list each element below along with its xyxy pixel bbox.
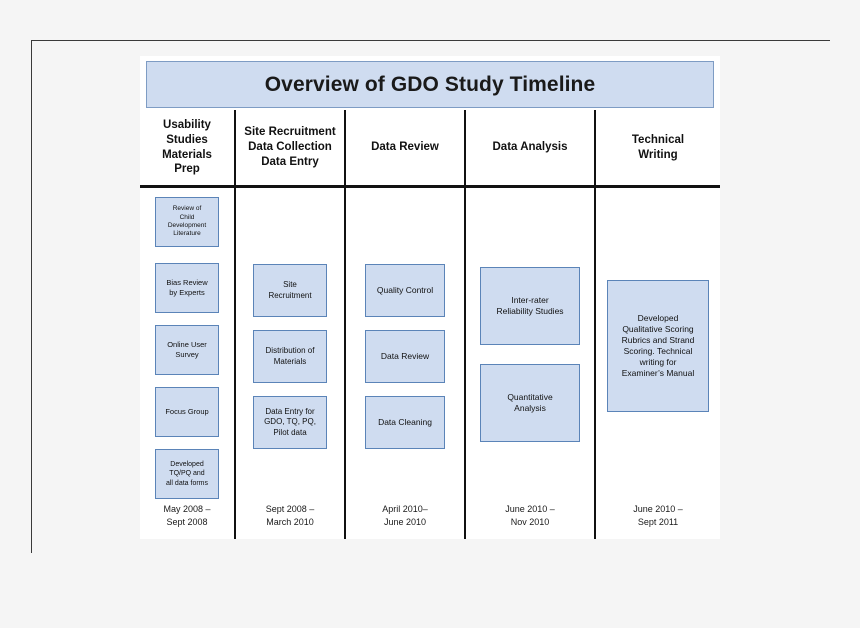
column-date-range: Sept 2008 – March 2010 (265, 503, 315, 527)
page-frame (31, 40, 830, 553)
timeline-node[interactable]: Online User Survey (155, 325, 219, 375)
timeline-node[interactable]: Review of Child Development Literature (155, 197, 219, 247)
timeline-node[interactable]: Developed Qualitative Scoring Rubrics an… (607, 280, 709, 412)
header-divider (236, 185, 344, 188)
timeline-node[interactable]: Bias Review by Experts (155, 263, 219, 313)
column-header: Technical Writing (631, 133, 685, 161)
timeline-node[interactable]: Data Cleaning (365, 396, 445, 449)
column-date-range: April 2010– June 2010 (382, 503, 428, 527)
timeline-node[interactable]: Quality Control (365, 264, 445, 317)
column-header: Usability Studies Materials Prep (162, 119, 212, 176)
column-date-range: June 2010 – Nov 2010 (505, 503, 555, 527)
timeline-node[interactable]: Site Recruitment (253, 264, 327, 317)
timeline-node[interactable]: Inter-rater Reliability Studies (480, 267, 580, 345)
timeline-node[interactable]: Quantitative Analysis (480, 364, 580, 442)
column-header: Data Review (371, 141, 439, 154)
column-header: Site Recruitment Data Collection Data En… (244, 126, 336, 168)
page-title: Overview of GDO Study Timeline (264, 72, 596, 96)
column-body: Developed Qualitative Scoring Rubrics an… (596, 188, 720, 503)
column-date-range: May 2008 – Sept 2008 (163, 503, 211, 527)
header-divider (140, 185, 234, 188)
document-sheet: Overview of GDO Study Timeline Usability… (140, 56, 720, 539)
column-date-range: June 2010 – Sept 2011 (633, 503, 683, 527)
chart-title-banner: Overview of GDO Study Timeline (146, 61, 714, 108)
header-divider (466, 185, 594, 188)
timeline-node[interactable]: Distribution of Materials (253, 330, 327, 383)
timeline-node[interactable]: Focus Group (155, 387, 219, 437)
header-divider (346, 185, 464, 188)
column-header: Data Analysis (492, 141, 568, 154)
timeline-node[interactable]: Data Review (365, 330, 445, 383)
timeline-node[interactable]: Developed TQ/PQ and all data forms (155, 449, 219, 499)
header-divider (596, 185, 720, 188)
timeline-column: Site Recruitment Data Collection Data En… (236, 110, 346, 539)
timeline-node[interactable]: Data Entry for GDO, TQ, PQ, Pilot data (253, 396, 327, 449)
